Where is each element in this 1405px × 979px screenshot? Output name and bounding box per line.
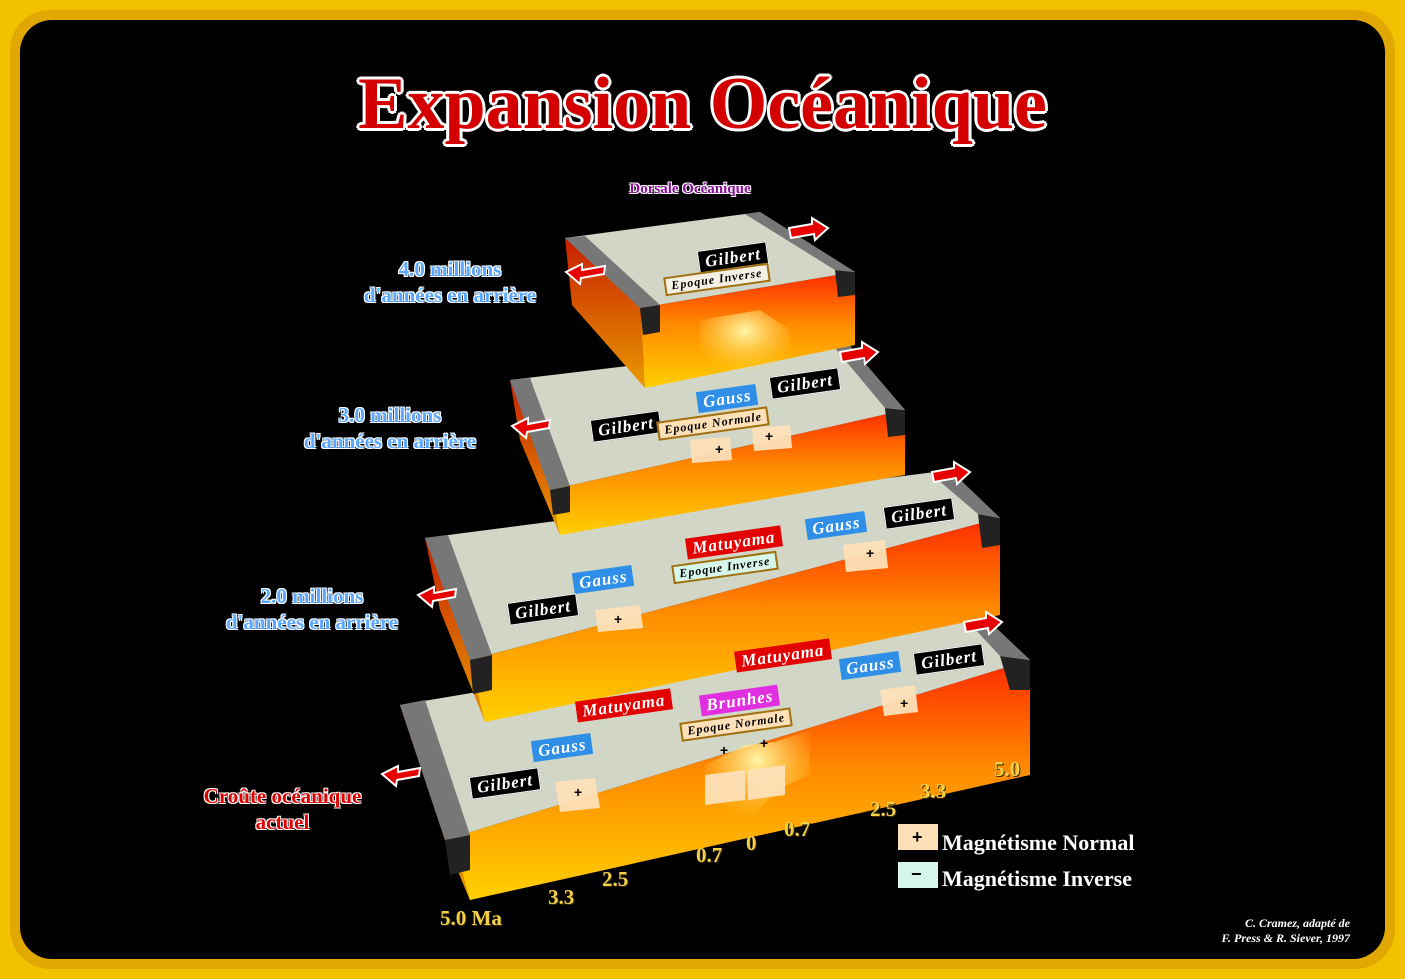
ridge-label: Dorsale Océanique (629, 181, 751, 197)
arrow-icon (416, 585, 458, 609)
arrow-icon (510, 416, 552, 440)
age-label-3ma: 3.0 millions d'années en arrière (303, 403, 477, 453)
legend-swatch-normal (898, 824, 938, 850)
plate-motion-arrows (380, 216, 1004, 788)
present-crust-label: Croûte océanique actuel (203, 784, 362, 834)
plus-sign: + (866, 545, 875, 561)
plus-sign: + (720, 742, 729, 758)
age-label-2ma: 2.0 millions d'années en arrière (225, 584, 399, 634)
credit: C. Cramez, adapté de F. Press & R. Sieve… (1221, 916, 1350, 945)
legend-plus-sign: + (912, 827, 923, 847)
block-4ma (565, 212, 855, 388)
tick-0: 0 (746, 831, 757, 855)
page-title: Expansion Océanique (358, 63, 1047, 145)
age-label-4ma: 4.0 millions d'années en arrière (363, 257, 537, 307)
tick-3-3-right: 3.3 (920, 779, 947, 803)
tick-0-7-right: 0.7 (784, 817, 811, 841)
arrow-icon (564, 262, 607, 286)
plus-sign: + (760, 735, 769, 751)
arrow-icon (838, 340, 880, 366)
plus-sign: + (765, 428, 774, 444)
tick-2-5-right: 2.5 (870, 797, 897, 821)
tick-2-5-left: 2.5 (602, 867, 629, 891)
tick-3-3-left: 3.3 (548, 885, 575, 909)
plus-sign: + (614, 611, 623, 627)
normal-stripes (555, 425, 918, 812)
arrow-icon (787, 216, 830, 242)
plus-sign: + (715, 441, 724, 457)
tick-5-0-right: 5.0 (994, 757, 1021, 781)
legend-normal: Magnétisme Normal (942, 830, 1135, 855)
legend-inverse: Magnétisme Inverse (942, 866, 1133, 891)
plus-sign: + (900, 695, 909, 711)
arrow-icon (380, 764, 422, 788)
legend-minus-sign: − (911, 864, 922, 884)
plus-sign: + (574, 784, 583, 800)
legend-swatch-inverse (898, 862, 938, 888)
arrow-icon (962, 610, 1004, 636)
tick-5ma: 5.0 Ma (440, 906, 502, 930)
tick-0-7-left: 0.7 (696, 843, 723, 867)
arrow-icon (930, 460, 972, 486)
